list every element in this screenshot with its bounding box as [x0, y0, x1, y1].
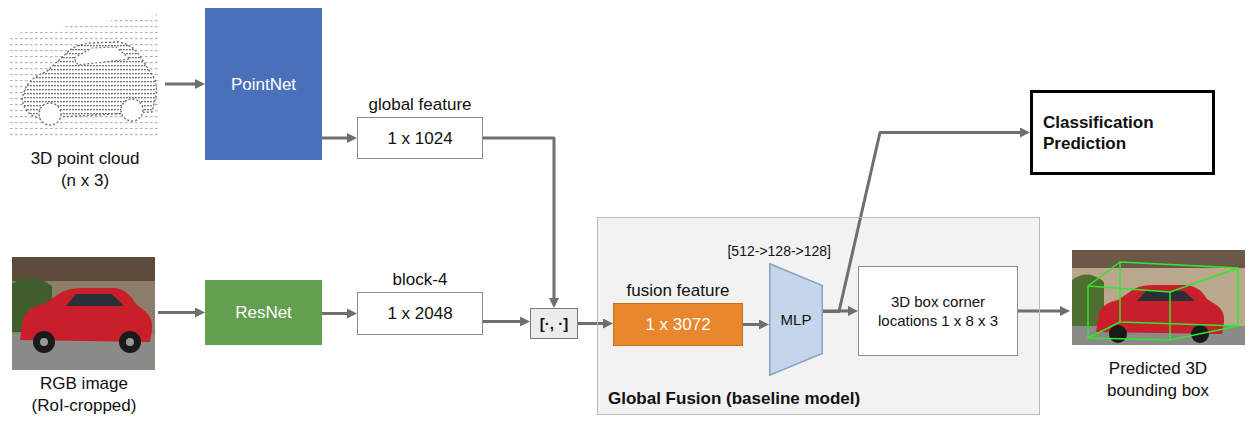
arrow-connector	[322, 137, 347, 140]
panel-fill	[597, 217, 1040, 415]
heading-label: fusion feature	[626, 280, 729, 301]
feature-box: block-41 x 2048	[357, 292, 483, 335]
point-cloud-figure: 3D point cloud (n x 3)	[5, 2, 165, 192]
dimension-label: 1 x 2048	[387, 303, 452, 324]
concat-symbol: [·, ·]	[540, 314, 568, 333]
output-label: Classification Prediction	[1043, 112, 1202, 154]
classification-box: Classification Prediction	[1030, 90, 1215, 175]
prediction-figure: Predicted 3D bounding box	[1070, 250, 1246, 402]
heading-label: block-4	[393, 269, 448, 290]
arrow-connector	[483, 320, 520, 323]
panel-fill-layer	[597, 217, 1040, 415]
mlp-trapezoid-outline	[770, 264, 823, 376]
panel-title: Global Fusion (baseline model)	[608, 388, 860, 409]
photo-roof	[12, 257, 155, 281]
photo-wheel	[33, 331, 55, 353]
concat-box: [·, ·]	[530, 308, 578, 339]
photo-wall	[1072, 250, 1245, 345]
wheel-points	[39, 103, 61, 125]
figure-caption: Predicted 3D bounding box	[1083, 358, 1233, 402]
predicted-box-wireframe	[1088, 262, 1238, 340]
fusion-feature-box: fusion feature1 x 3072	[613, 303, 743, 346]
box-back-face	[1120, 262, 1238, 326]
encoder-box: ResNet	[205, 280, 322, 345]
photo-wall	[12, 257, 155, 370]
arrow-connector	[743, 323, 759, 326]
photo-hub	[40, 338, 48, 346]
arrow-connector	[165, 83, 195, 86]
output-box: 3D box corner locations 1 x 8 x 3	[858, 266, 1018, 356]
dimension-label: 1 x 1024	[387, 128, 452, 149]
mlp-trapezoid: [512->128->128]MLP	[769, 263, 823, 376]
scan-ground	[8, 14, 160, 140]
prediction-photo	[1072, 250, 1245, 345]
arrow-connector	[823, 310, 848, 313]
arrow-connector	[483, 138, 554, 298]
photo-roof	[1072, 250, 1245, 268]
rgb-image-figure: RGB image (RoI-cropped)	[10, 257, 158, 417]
photo-hub	[126, 338, 134, 346]
wheel-points	[121, 99, 143, 121]
rgb-photo	[12, 257, 155, 370]
figure-caption: 3D point cloud (n x 3)	[26, 148, 144, 192]
box-edges	[1088, 262, 1238, 340]
photo-car-window	[66, 294, 124, 306]
output-label: 3D box corner locations 1 x 8 x 3	[867, 292, 1009, 330]
arrow-connector	[322, 312, 347, 315]
dimension-label: 1 x 3072	[645, 314, 710, 335]
photo-wheel	[1109, 325, 1127, 343]
figure-caption: RGB image (RoI-cropped)	[25, 373, 143, 417]
heading-label: [512->128->128]	[727, 242, 831, 260]
fusion-panel: Global Fusion (baseline model) fusion fea…	[597, 217, 1040, 415]
photo-car-window	[1137, 291, 1195, 301]
module-name: PointNet	[231, 74, 296, 95]
arrow-connector	[158, 311, 195, 314]
heading-label: global feature	[368, 94, 471, 115]
arrow-connector	[1018, 310, 1060, 313]
photo-wheel	[119, 331, 141, 353]
arrow-connector	[578, 322, 603, 325]
module-name: ResNet	[235, 302, 292, 323]
point-cloud-illustration	[8, 14, 160, 140]
feature-box: global feature1 x 1024	[357, 117, 483, 159]
car-window-points	[74, 47, 130, 65]
encoder-box: PointNet	[205, 8, 322, 160]
module-name: MLP	[781, 310, 812, 329]
